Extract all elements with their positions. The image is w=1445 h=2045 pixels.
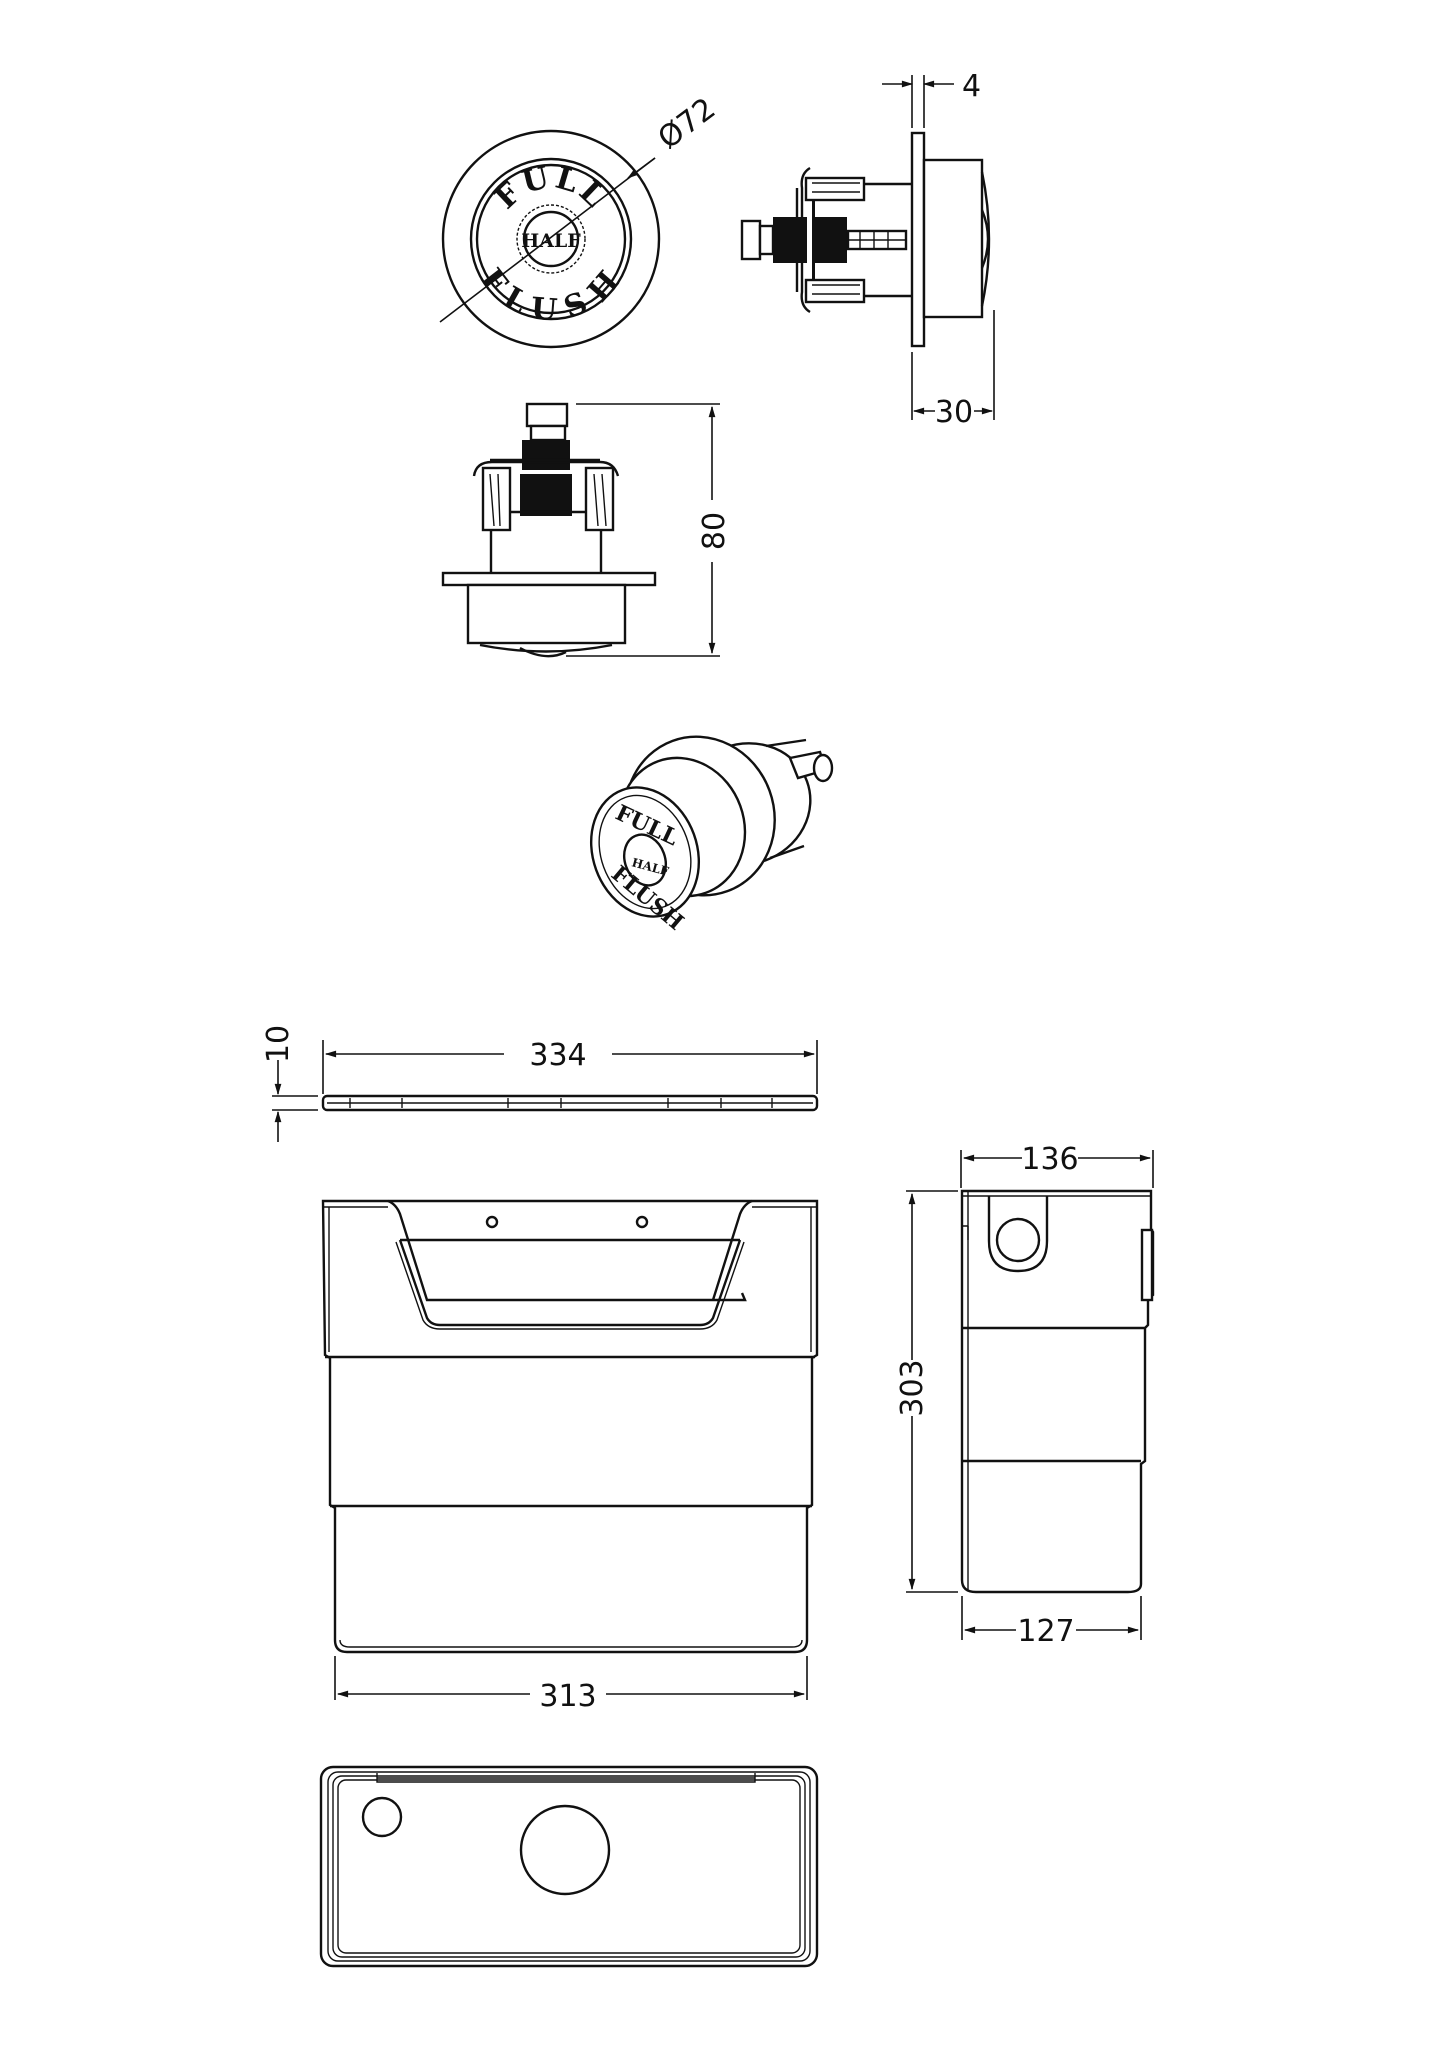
- diameter-dimension-label: Ø72: [652, 91, 722, 156]
- button-label-half: HALF: [521, 230, 581, 252]
- button-front-view: FULL FLUSH HALF Ø72: [439, 91, 722, 349]
- lid-thickness-label: 10: [261, 1025, 296, 1063]
- cistern-plan-view: [319, 1765, 819, 1968]
- button-top-view: 80: [441, 402, 732, 658]
- lid-side-view: 334 10: [261, 1025, 819, 1142]
- button-depth-label: 30: [935, 395, 973, 430]
- plate-thickness-label: 4: [962, 69, 981, 104]
- cistern-height-label: 303: [895, 1359, 930, 1416]
- button-side-view: 4 30: [740, 69, 995, 430]
- button-label-full: FULL: [488, 160, 613, 216]
- button-label-flush: FLUSH: [473, 262, 628, 328]
- button-length-label: 80: [697, 512, 732, 550]
- cistern-front-view: 313: [321, 1199, 819, 1714]
- cistern-side-view: 136 303 127: [895, 1142, 1155, 1649]
- cistern-width-label: 313: [539, 1679, 596, 1714]
- lid-width-label: 334: [529, 1038, 586, 1073]
- cistern-top-depth-label: 136: [1021, 1142, 1078, 1177]
- cistern-bottom-depth-label: 127: [1017, 1614, 1074, 1649]
- button-isometric-view: FULL HALF FLUSH: [589, 735, 834, 936]
